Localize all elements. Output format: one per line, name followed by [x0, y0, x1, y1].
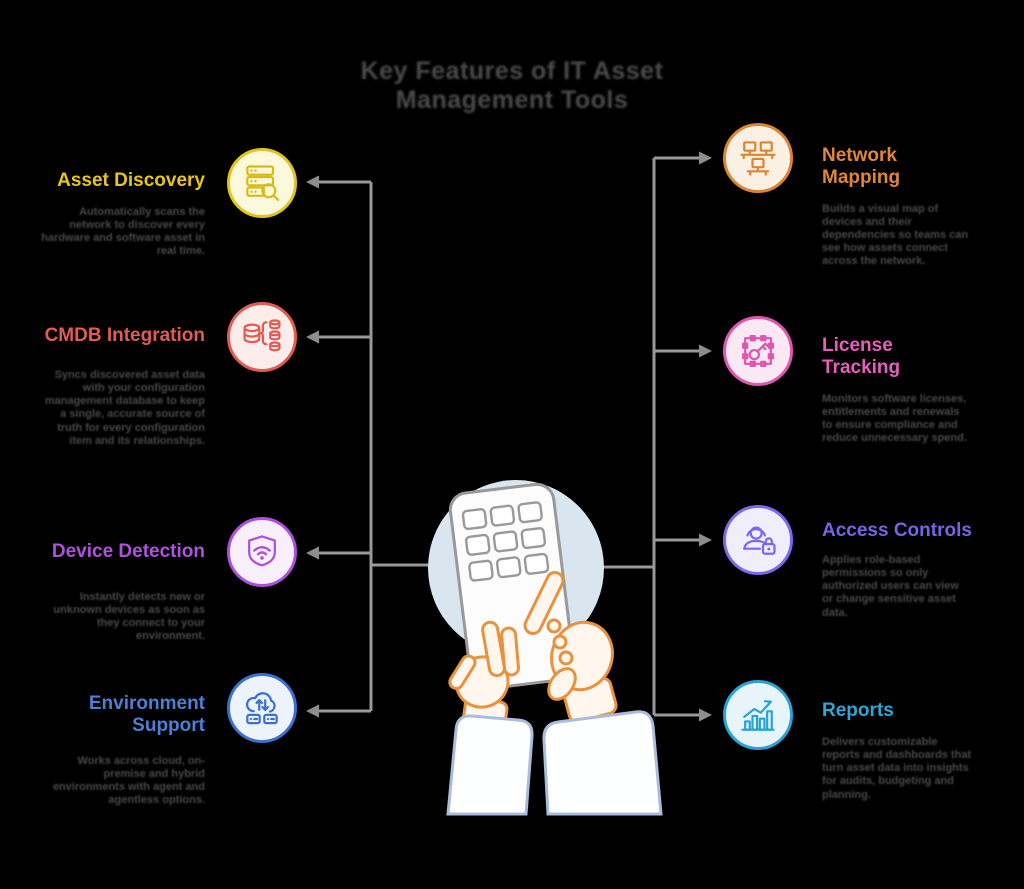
- feature-description: Instantly detects new or unknown devices…: [53, 590, 205, 643]
- feature-block-asset-discovery: Asset Discovery Automatically scans the …: [40, 170, 205, 259]
- backdrop-circle: [428, 480, 604, 656]
- growth-chart-icon: [723, 680, 793, 750]
- center-illustration-hands-tablet: [428, 480, 663, 816]
- right-hand-pointing: [523, 571, 618, 724]
- feature-description: Builds a visual map of devices and their…: [822, 202, 969, 268]
- user-lock-icon: [723, 505, 793, 575]
- feature-block-device-detection: Device Detection Instantly detects new o…: [40, 541, 205, 644]
- tablet-device: [448, 482, 576, 691]
- feature-label: Device Detection: [51, 541, 205, 562]
- feature-label: Environment Support: [88, 693, 205, 736]
- arrowhead-icons: [306, 151, 712, 722]
- feature-block-license-tracking: License Tracking Monitors software licen…: [822, 335, 972, 445]
- feature-block-reports: Reports Delivers customizable reports an…: [822, 700, 972, 802]
- cloud-sync-icon: [227, 673, 297, 743]
- feature-block-network-mapping: Network Mapping Builds a visual map of d…: [822, 145, 972, 269]
- feature-description: Monitors software licenses, entitlements…: [822, 392, 967, 445]
- feature-label: Network Mapping: [822, 145, 901, 188]
- shirt-sleeves: [446, 710, 663, 816]
- feature-label: CMDB Integration: [44, 325, 205, 346]
- feature-description: Works across cloud, on-premise and hybri…: [52, 754, 205, 807]
- feature-block-access-controls: Access Controls Applies role-based permi…: [822, 520, 972, 620]
- feature-label: License Tracking: [822, 335, 901, 378]
- feature-description: Applies role-based permissions so only a…: [822, 553, 959, 619]
- app-grid: [461, 501, 550, 582]
- shield-wifi-icon: [227, 517, 297, 587]
- server-search-icon: [227, 148, 297, 218]
- left-hand: [448, 620, 520, 734]
- database-link-icon: [227, 302, 297, 372]
- feature-label: Asset Discovery: [57, 170, 205, 191]
- feature-description: Automatically scans the network to disco…: [41, 205, 205, 258]
- feature-block-cmdb-integration: CMDB Integration Syncs discovered asset …: [40, 325, 205, 448]
- feature-label: Access Controls: [822, 520, 972, 541]
- feature-description: Syncs discovered asset data with your co…: [44, 368, 205, 447]
- network-devices-icon: [723, 123, 793, 193]
- feature-description: Delivers customizable reports and dashbo…: [822, 735, 972, 801]
- feature-label: Reports: [822, 700, 894, 721]
- feature-block-environment-support: Environment Support Works across cloud, …: [40, 693, 205, 807]
- license-key-icon: [723, 316, 793, 386]
- page-title: Key Features of IT Asset Management Tool…: [360, 57, 664, 114]
